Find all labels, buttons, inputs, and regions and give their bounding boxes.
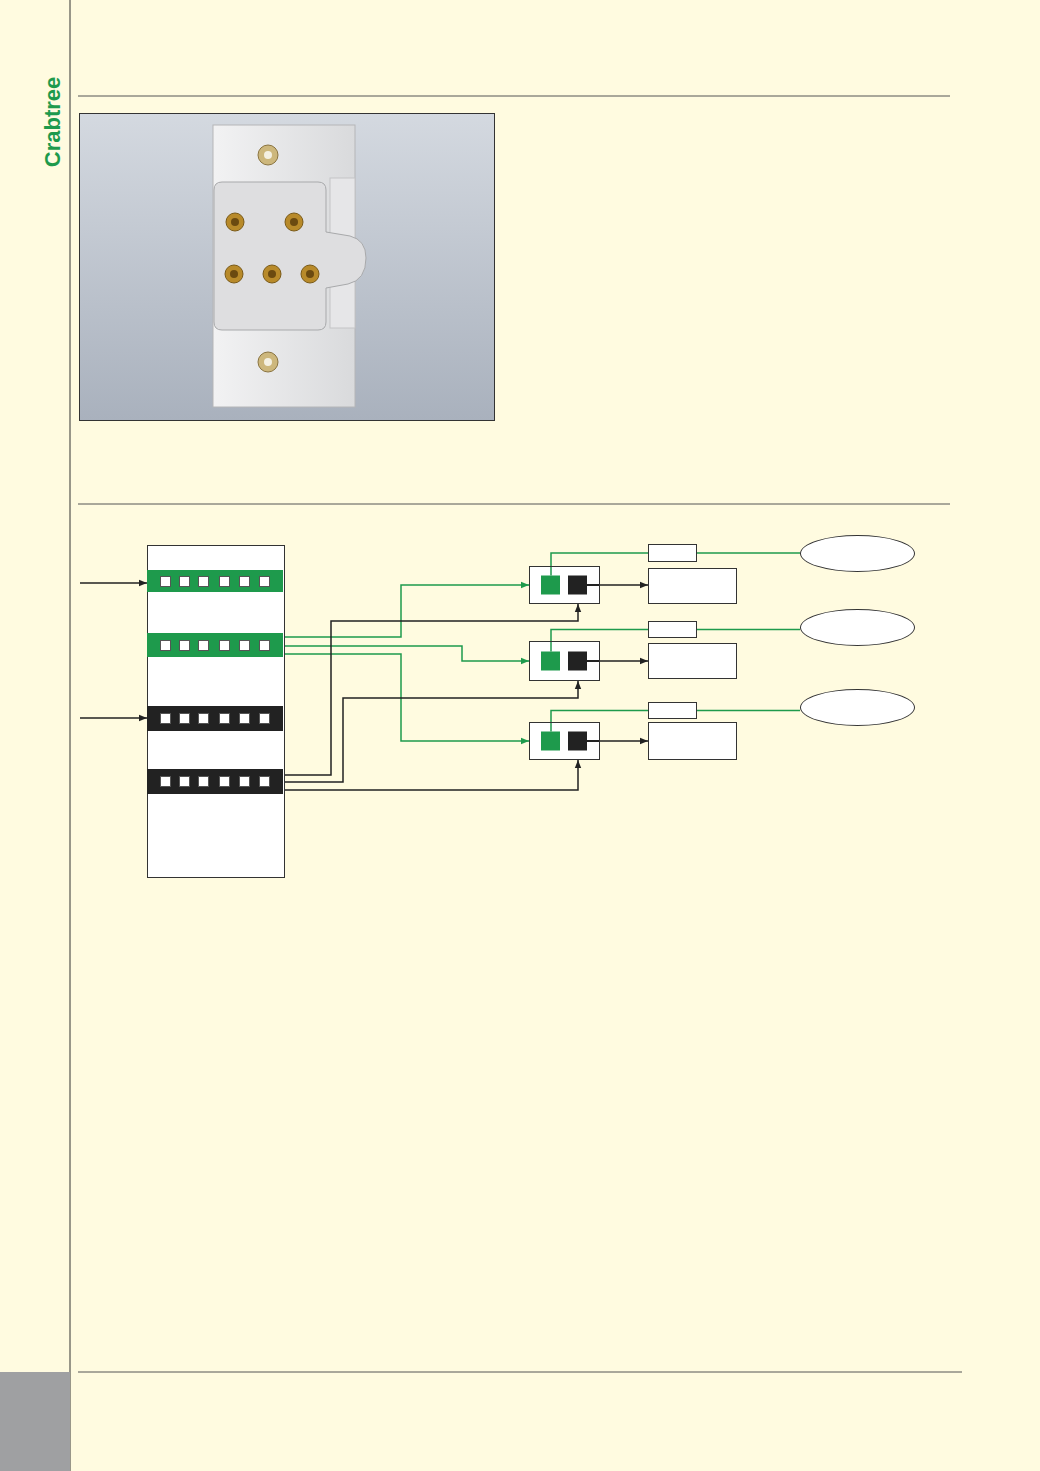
terminal-square [179,776,190,787]
terminal-square [179,640,190,651]
switch-symbol [530,642,599,680]
switch-symbol [530,567,599,603]
busbar [147,769,283,794]
terminal-square [219,776,230,787]
terminal-square [160,640,171,651]
terminal-square [198,640,209,651]
wire [283,585,529,637]
wire [551,553,648,566]
terminal-square [198,576,209,587]
socket-photo [80,114,495,421]
wire [600,661,648,662]
brand-logo: Crabtree [40,77,66,167]
margin-rule [70,0,71,1471]
wire [600,585,648,586]
terminal-square [219,640,230,651]
rule [78,1372,962,1373]
terminal-square [179,713,190,724]
terminal-square [219,713,230,724]
wire [283,760,578,790]
rule [78,504,950,505]
wire [551,630,648,642]
terminal-square [198,776,209,787]
terminal-square [239,776,250,787]
wire [204,592,205,633]
output-box [648,722,737,760]
rule [78,96,950,97]
wire [166,592,167,633]
terminal-square [179,576,190,587]
terminal-square [160,776,171,787]
wire [697,553,800,554]
busbar [147,570,283,592]
wire [283,604,578,775]
busbar [147,633,283,657]
terminal-square [219,576,230,587]
busbar [147,706,283,731]
tag-box [648,702,697,719]
switch-unit [529,722,600,760]
terminal-square [239,576,250,587]
supply-arrow [80,717,147,719]
wire [551,711,648,723]
distribution-board [147,545,285,878]
wire [697,710,800,711]
wire [283,681,578,782]
load-oval [800,609,915,646]
wire [204,731,205,769]
terminal-square [239,640,250,651]
wire [697,629,800,630]
switch-unit [529,566,600,604]
wire [185,731,186,769]
terminal-square [239,713,250,724]
switch-unit [529,641,600,681]
switch-symbol [530,723,599,759]
terminal-square [259,776,270,787]
terminal-square [160,576,171,587]
tag-box [648,544,697,562]
terminal-square [160,713,171,724]
output-box [648,568,737,604]
terminal-square [259,713,270,724]
wire [166,731,167,769]
terminal-square [198,713,209,724]
corner-block [0,1372,70,1471]
output-box [648,643,737,679]
wire [185,592,186,633]
wire [600,741,648,742]
terminal-square [259,576,270,587]
load-oval [800,689,915,726]
terminal-square [259,640,270,651]
load-oval [800,535,915,572]
tag-box [648,621,697,638]
supply-arrow [80,582,147,584]
